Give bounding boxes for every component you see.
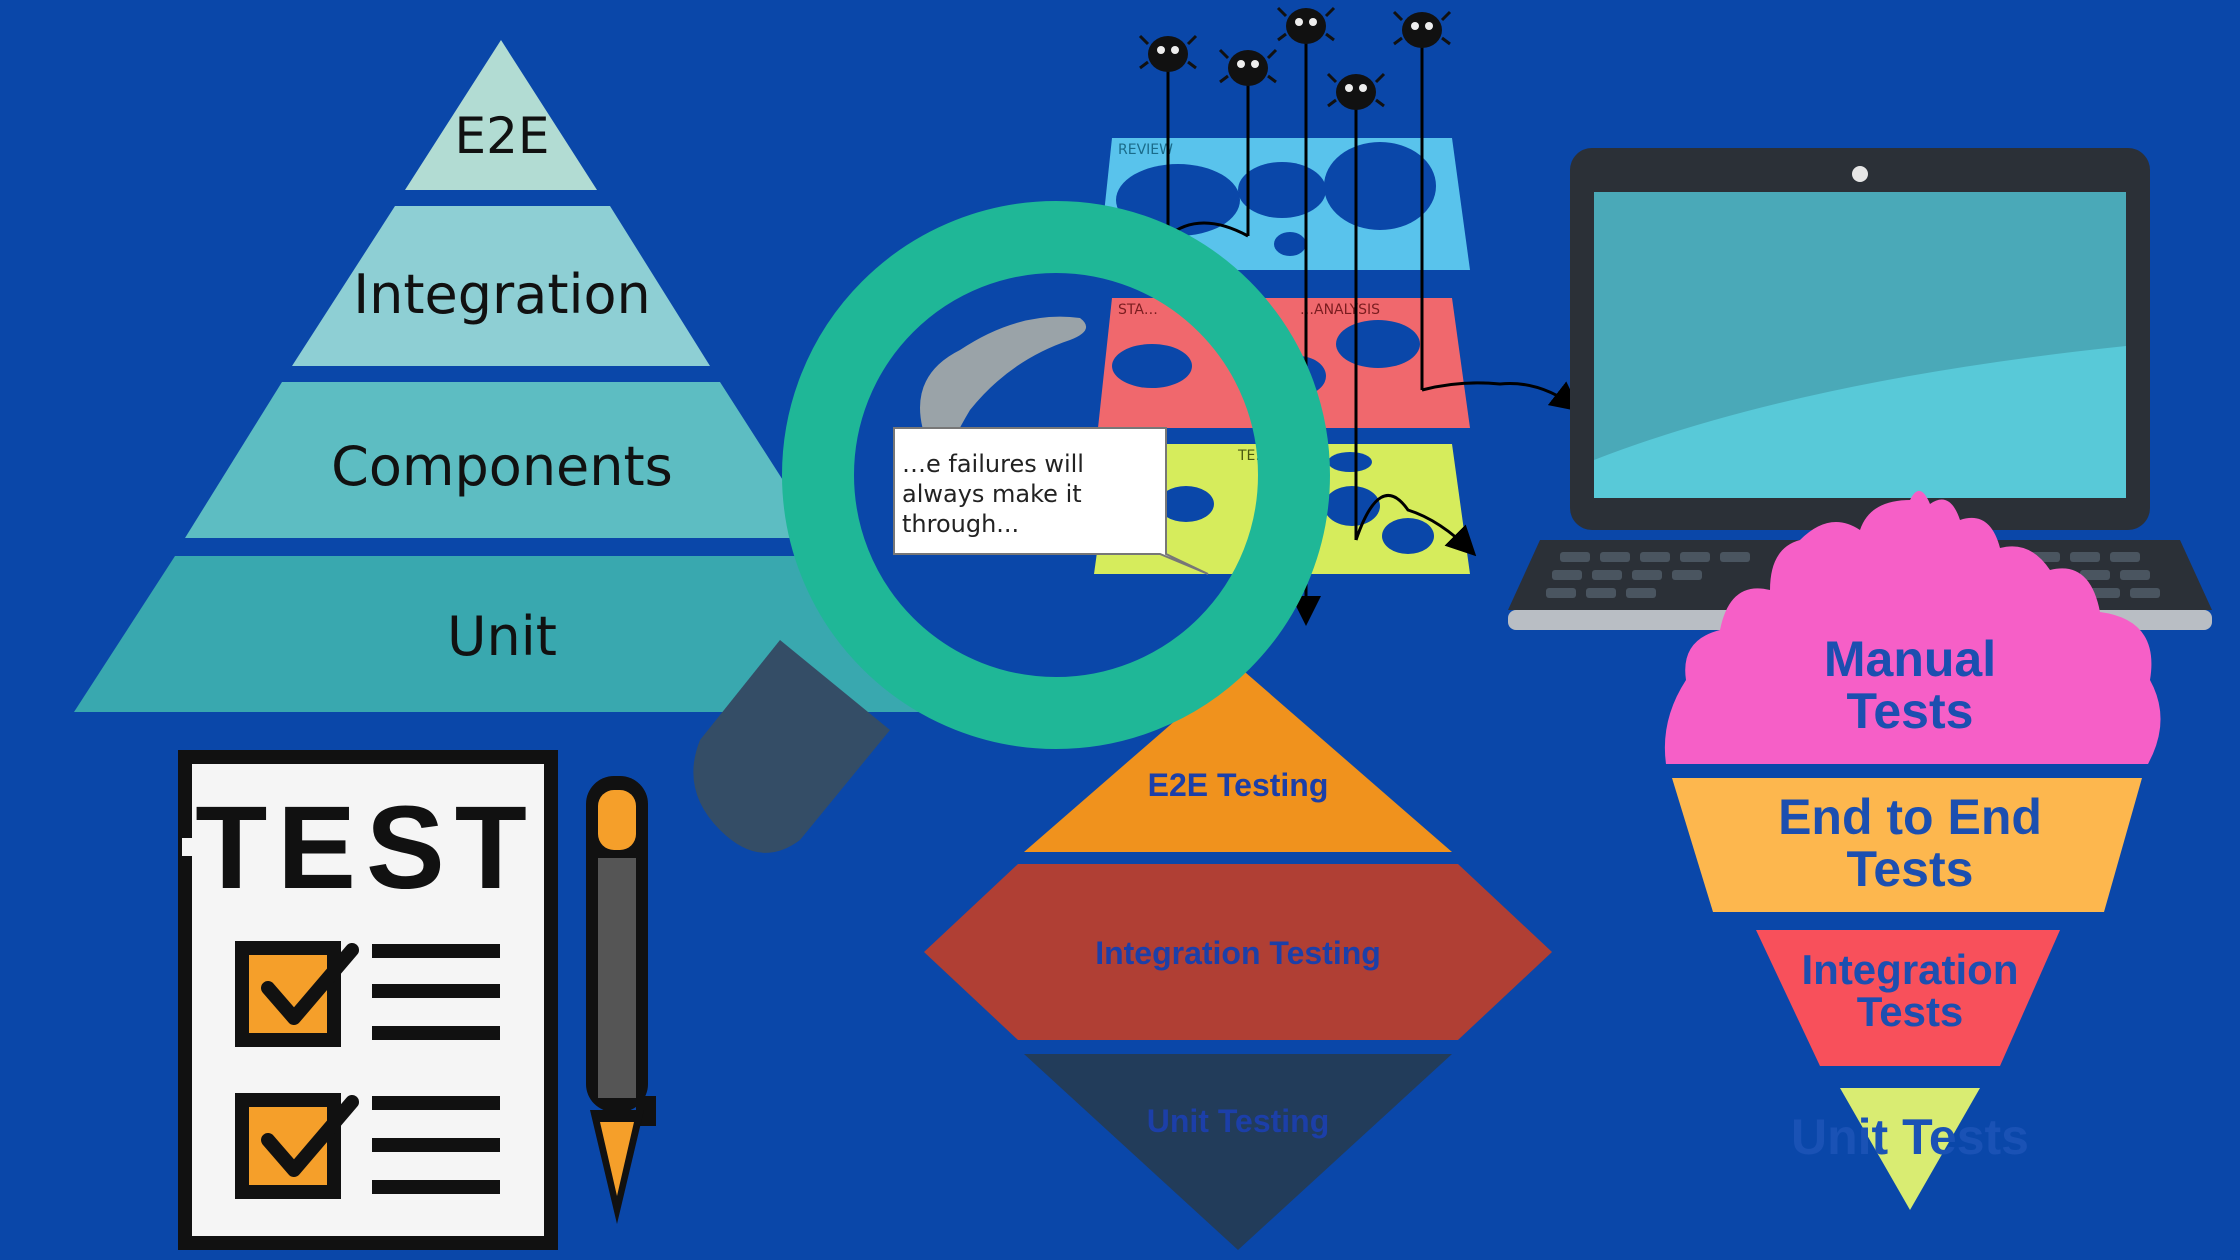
cheese-hole — [1274, 232, 1306, 256]
callout-line-2: always make it — [902, 480, 1082, 508]
cone-label-manual-2: Tests — [1847, 683, 1974, 739]
checklist-line — [372, 1138, 500, 1152]
checklist-icon: TEST — [178, 750, 558, 1250]
diamond-label-integration: Integration Testing — [1095, 935, 1381, 971]
cone-label-e2e-2: Tests — [1847, 841, 1974, 897]
checkbox-checked-2 — [235, 1093, 341, 1199]
pyramid-tier-unit — [74, 556, 932, 712]
checklist-line — [372, 1180, 500, 1194]
diamond-unit — [1024, 1054, 1452, 1250]
pyramid-label-components: Components — [331, 435, 673, 498]
left-testing-pyramid: E2E Integration Components Unit — [74, 40, 932, 712]
pencil-icon — [586, 776, 656, 1224]
bug-icon — [1218, 48, 1278, 86]
bug-icon — [1276, 6, 1336, 44]
bug-icon — [1392, 10, 1452, 48]
checklist-line — [372, 944, 500, 958]
cone-band-integration — [1756, 930, 2060, 1066]
magnifier-ring — [782, 201, 1330, 749]
diamond-label-unit: Unit Testing — [1147, 1103, 1330, 1139]
magnifier-handle — [693, 640, 890, 853]
layer-label-static: STA… — [1118, 302, 1158, 318]
checkmark-icon — [261, 943, 359, 1025]
cheese-hole — [1158, 486, 1214, 522]
layer-label-review: REVIEW — [1118, 142, 1173, 158]
cone-scoop-manual — [1664, 490, 2161, 764]
cone-label-e2e-1: End to End — [1778, 789, 2042, 845]
pyramid-tier-e2e — [405, 40, 597, 190]
pyramid-label-e2e: E2E — [455, 107, 550, 165]
cone-tip-unit — [1840, 1088, 1980, 1210]
magnifier-glare — [920, 316, 1087, 460]
diamond-e2e — [1024, 666, 1452, 852]
laptop-camera — [1852, 166, 1868, 182]
cone-label-integration-2: Tests — [1857, 988, 1964, 1035]
test-sheet-title: TEST — [195, 782, 537, 914]
callout-line-3: through... — [902, 510, 1019, 538]
cone-label-manual-1: Manual — [1824, 631, 1996, 687]
checklist-line — [372, 984, 500, 998]
magnifier-icon: …e failures will always make it through.… — [693, 201, 1330, 853]
cheese-hole — [1382, 518, 1434, 554]
pyramid-tier-integration — [292, 206, 710, 366]
pyramid-label-unit: Unit — [447, 605, 557, 668]
cheese-hole — [1112, 344, 1192, 388]
pyramid-tier-components — [185, 382, 820, 538]
cheese-hole — [1324, 142, 1436, 230]
cone-label-integration-1: Integration — [1802, 946, 2019, 993]
cone-label-unit: Unit Tests — [1791, 1109, 2029, 1165]
diamond-label-e2e: E2E Testing — [1148, 767, 1329, 803]
layer-label-analysis: …ANALYSIS — [1300, 302, 1380, 318]
diamond-integration — [924, 864, 1552, 1040]
ice-cream-cone-antipattern: Manual Tests End to End Tests Integratio… — [1664, 490, 2161, 1210]
bug-icon — [1326, 72, 1386, 110]
cheese-hole — [1328, 452, 1372, 472]
checklist-line — [372, 1096, 500, 1110]
bug-icon — [1138, 34, 1198, 72]
pyramid-label-integration: Integration — [353, 263, 651, 326]
callout-line-1: …e failures will — [902, 450, 1084, 478]
cone-band-e2e — [1672, 778, 2142, 912]
testing-diamond: E2E Testing Integration Testing Unit Tes… — [924, 666, 1552, 1250]
laptop-screen-shade — [1594, 192, 2126, 460]
cheese-hole — [1238, 162, 1326, 218]
checkmark-icon — [261, 1095, 359, 1177]
callout-bubble: …e failures will always make it through.… — [893, 427, 1209, 575]
checklist-line — [372, 1026, 500, 1040]
cheese-hole — [1336, 320, 1420, 368]
